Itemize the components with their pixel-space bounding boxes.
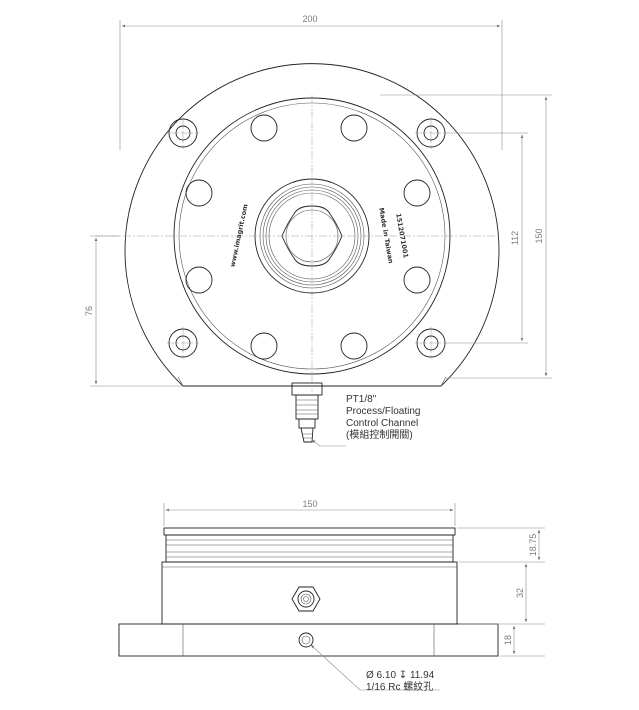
dim-body-height: 32 [515,588,525,598]
dim-height-right: 150 [534,228,544,243]
base-plate-outline [124,63,500,387]
dim-hole-spacing: 112 [510,231,520,245]
base-plate [118,623,499,657]
bolt-hole [250,332,278,360]
fitting-note-line4: (模組控制開關) [346,428,413,441]
dim-base-height: 18 [503,635,513,645]
bolt-hole [403,266,431,294]
top-flange [163,527,456,536]
fitting-note-line2: Process/Floating [346,406,420,417]
hole-note-line1: Ø 6.10 ↧ 11.94 [366,670,435,681]
fitting-note-line1: PT1/8" [346,394,377,405]
fitting-note-line3: Control Channel [346,418,418,429]
bolt-hole [340,332,368,360]
hole-note-line2: 1/16 Rc 螺紋孔 [366,680,433,693]
pt-fitting [291,382,323,443]
dim-top-width: 150 [302,499,317,509]
side-fitting [291,586,321,612]
top-view: www.imagrit.com Made in Taiwan 151207100… [84,14,552,447]
dim-left-height: 76 [84,306,94,316]
mounting-holes [167,117,447,359]
bolt-holes [185,114,431,360]
engrave-brand: www.imagrit.com [228,203,249,268]
bolt-hole [250,114,278,142]
dim-flange-height: 18.75 [528,534,538,557]
bolt-hole [403,179,431,207]
side-view: Ø 6.10 ↧ 11.94 1/16 Rc 螺紋孔 150 18.75 32 … [118,499,545,693]
cylinder-body [161,561,458,625]
bolt-hole [340,114,368,142]
bolt-hole [185,179,213,207]
bolt-hole [185,266,213,294]
dim-overall-width: 200 [302,14,317,24]
